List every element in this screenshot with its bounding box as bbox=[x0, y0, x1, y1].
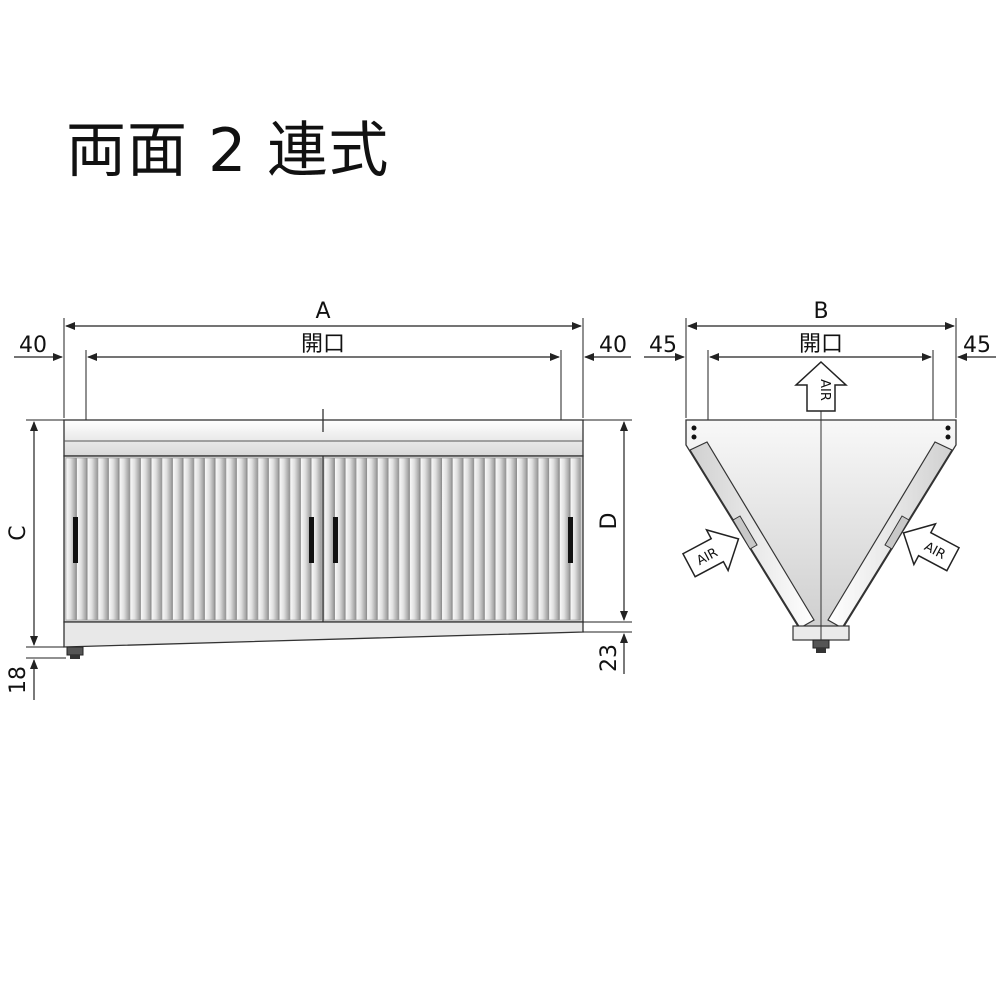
filter-slat bbox=[527, 457, 538, 621]
filter-slat bbox=[505, 457, 517, 621]
filter-slat bbox=[279, 457, 290, 621]
air-arrow-left: AIR bbox=[681, 528, 740, 578]
side-right-margin-label: 45 bbox=[963, 333, 991, 358]
front-view: A 開口 40 40 C 18 bbox=[6, 299, 632, 700]
filter-slat bbox=[76, 457, 87, 621]
filter-slat bbox=[161, 457, 173, 621]
filter-slat bbox=[452, 457, 463, 621]
side-drain-nut bbox=[812, 639, 830, 649]
dim-18-label: 18 bbox=[6, 666, 31, 694]
side-drain-tip bbox=[816, 648, 826, 653]
filter-slat bbox=[257, 457, 269, 621]
filter-slat bbox=[420, 457, 431, 621]
filter-slat bbox=[268, 457, 279, 621]
dim-b-label: B bbox=[813, 299, 828, 324]
page-title: 両面 2 連式 bbox=[66, 116, 390, 186]
dim-a-label: A bbox=[315, 299, 330, 324]
filter-slat bbox=[462, 457, 474, 621]
filter-slat bbox=[236, 457, 247, 621]
side-opening-label: 開口 bbox=[799, 332, 843, 357]
filter-slat bbox=[108, 457, 119, 621]
dim-c-label: C bbox=[6, 525, 31, 540]
filter-slat bbox=[537, 457, 549, 621]
side-left-margin-label: 45 bbox=[649, 333, 677, 358]
front-handle-center-right bbox=[333, 517, 338, 563]
filter-slat bbox=[289, 457, 301, 621]
filter-slat bbox=[345, 457, 356, 621]
filter-slat bbox=[140, 457, 151, 621]
filter-slat bbox=[225, 457, 237, 621]
air-arrow-right: AIR bbox=[902, 522, 961, 572]
filter-slat bbox=[398, 457, 410, 621]
filter-slat bbox=[388, 457, 399, 621]
front-bottom-gutter bbox=[63, 621, 584, 648]
filter-slat bbox=[441, 457, 453, 621]
filter-slat bbox=[473, 457, 485, 621]
dim-right-margin-label: 40 bbox=[599, 333, 627, 358]
dim-23-label: 23 bbox=[597, 644, 622, 672]
filter-slat bbox=[409, 457, 421, 621]
dim-left-margin-label: 40 bbox=[19, 333, 47, 358]
side-bolt bbox=[691, 434, 697, 440]
filter-slat bbox=[215, 457, 226, 621]
side-bolt bbox=[691, 425, 697, 431]
filter-slat bbox=[97, 457, 109, 621]
side-view: B 開口 45 45 AIR bbox=[644, 299, 996, 653]
filter-slat bbox=[430, 457, 442, 621]
front-handle-left bbox=[73, 517, 78, 563]
front-handle-right bbox=[568, 517, 573, 563]
air-arrow-top: AIR bbox=[794, 360, 848, 412]
side-handle-right bbox=[884, 515, 910, 550]
filter-slat bbox=[323, 457, 335, 621]
filter-slat bbox=[87, 457, 98, 621]
filter-slat bbox=[484, 457, 495, 621]
filter-slat bbox=[366, 457, 378, 621]
filter-slat bbox=[355, 457, 367, 621]
front-drain-nut bbox=[66, 646, 84, 656]
filter-slat bbox=[247, 457, 258, 621]
filter-slat bbox=[548, 457, 560, 621]
side-filter-panel-right bbox=[827, 441, 953, 629]
side-handle-left bbox=[732, 515, 758, 550]
dim-d-label: D bbox=[597, 513, 622, 530]
air-label-top: AIR bbox=[817, 379, 832, 401]
side-bolt bbox=[945, 434, 951, 440]
filter-slat bbox=[151, 457, 162, 621]
filter-slat bbox=[193, 457, 205, 621]
filter-slat bbox=[516, 457, 528, 621]
front-handle-center-left bbox=[309, 517, 314, 563]
dim-opening-label: 開口 bbox=[301, 332, 345, 357]
filter-slat bbox=[172, 457, 183, 621]
side-bolt bbox=[945, 425, 951, 431]
filter-slat bbox=[183, 457, 194, 621]
filter-slat bbox=[204, 457, 215, 621]
front-drain-tip bbox=[70, 655, 80, 659]
side-filter-panel-left bbox=[689, 441, 815, 629]
filter-slat bbox=[495, 457, 506, 621]
filter-slat bbox=[119, 457, 130, 621]
filter-slat bbox=[129, 457, 141, 621]
front-filter-slats bbox=[65, 456, 581, 622]
filter-slat bbox=[377, 457, 388, 621]
